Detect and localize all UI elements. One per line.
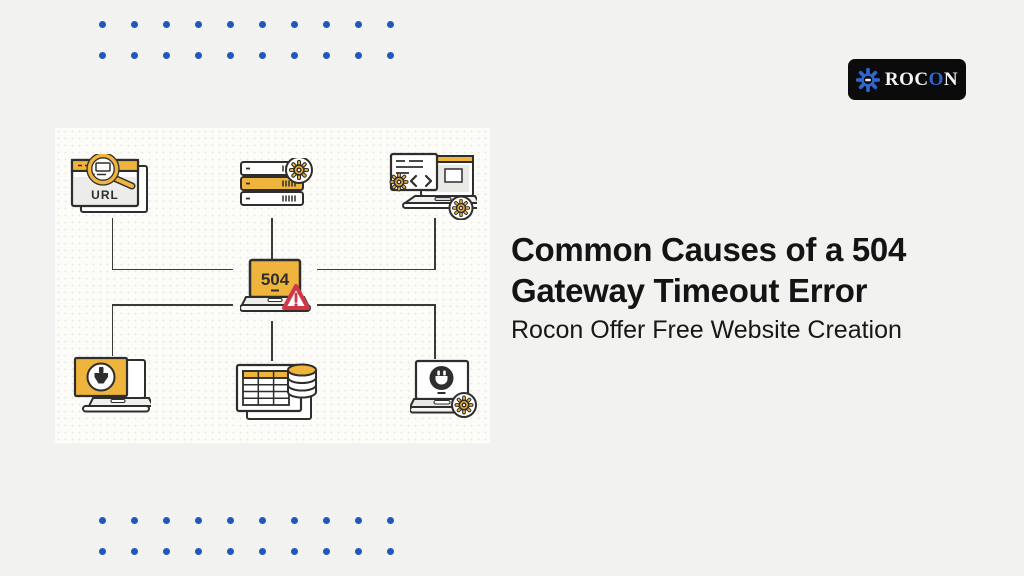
connector-line (111, 304, 233, 306)
laptop-error-warning-icon: 504 (239, 258, 311, 312)
decorative-dot (387, 21, 394, 28)
laptop-plugin-gear-icon (408, 359, 477, 418)
decorative-dot (323, 21, 330, 28)
decorative-dot (387, 548, 394, 555)
decorative-dot (227, 52, 234, 59)
node-code-editor (389, 152, 482, 225)
gear-camera-icon (855, 67, 880, 92)
decorative-dot (99, 517, 106, 524)
decorative-dot (291, 548, 298, 555)
logo-text-part: ROC (884, 69, 929, 90)
logo-wordmark: ROCON (885, 70, 958, 89)
connector-line (111, 304, 114, 356)
decorative-dot (291, 517, 298, 524)
laptop-code-gear-icon (389, 152, 482, 221)
node-plugin (408, 359, 480, 428)
connector-line (271, 321, 273, 361)
decorative-dot (99, 21, 106, 28)
gear-icon (451, 198, 471, 218)
node-theme-editor (73, 356, 155, 427)
decorative-dot (323, 517, 330, 524)
laptop-paintbrush-icon (73, 356, 155, 413)
decorative-dot (131, 548, 138, 555)
page-subtitle: Rocon Offer Free Website Creation (511, 316, 902, 344)
decorative-dot (227, 548, 234, 555)
decorative-dot (195, 52, 202, 59)
page-title-line2: Gateway Timeout Error (511, 272, 868, 309)
decorative-dot (131, 52, 138, 59)
url-label: URL (91, 188, 119, 202)
node-database-table (235, 361, 323, 428)
node-504-error: 504 (239, 258, 314, 325)
connector-line (317, 268, 436, 271)
decorative-dot (323, 548, 330, 555)
decorative-dot (387, 52, 394, 59)
decorative-dot (259, 517, 266, 524)
decorative-dot (195, 517, 202, 524)
node-server-stack (239, 156, 313, 221)
decorative-dot (227, 517, 234, 524)
heading-block: Common Causes of a 504 Gateway Timeout E… (511, 229, 997, 348)
connector-line (434, 304, 436, 359)
decorative-dot (99, 52, 106, 59)
decorative-dot (291, 21, 298, 28)
decorative-dot (259, 52, 266, 59)
page-title-line1: Common Causes of a 504 (511, 231, 907, 268)
decorative-dot (163, 548, 170, 555)
connector-line (434, 218, 436, 270)
decorative-dot (99, 548, 106, 555)
decorative-dot-grid-bottom (99, 517, 394, 555)
decorative-dot (163, 517, 170, 524)
logo-text-part: O (928, 69, 944, 90)
diagram-panel: URL (55, 128, 490, 443)
decorative-dot (195, 21, 202, 28)
rocon-logo: ROCON (848, 59, 966, 100)
browser-url-magnifier-icon: URL (70, 152, 148, 213)
error-code-label: 504 (261, 270, 290, 289)
node-url-browser: URL (69, 152, 153, 223)
gear-icon (389, 172, 409, 192)
logo-text-part: N (943, 69, 959, 90)
decorative-dot (355, 52, 362, 59)
decorative-dot (163, 21, 170, 28)
connector-line (111, 218, 114, 270)
decorative-dot (259, 21, 266, 28)
gear-icon (288, 159, 310, 181)
spreadsheet-database-icon (235, 363, 317, 420)
server-rack-gear-icon (240, 156, 313, 206)
decorative-dot (131, 21, 138, 28)
decorative-dot (195, 548, 202, 555)
connector-line (271, 218, 273, 259)
gear-icon (454, 395, 474, 415)
decorative-dot-grid-top (99, 21, 394, 59)
decorative-dot (291, 52, 298, 59)
decorative-dot (227, 21, 234, 28)
decorative-dot (131, 517, 138, 524)
decorative-dot (323, 52, 330, 59)
connector-line (111, 268, 233, 271)
decorative-dot (163, 52, 170, 59)
connector-line (317, 304, 436, 306)
decorative-dot (259, 548, 266, 555)
decorative-dot (355, 517, 362, 524)
decorative-dot (387, 517, 394, 524)
decorative-dot (355, 548, 362, 555)
decorative-dot (355, 21, 362, 28)
